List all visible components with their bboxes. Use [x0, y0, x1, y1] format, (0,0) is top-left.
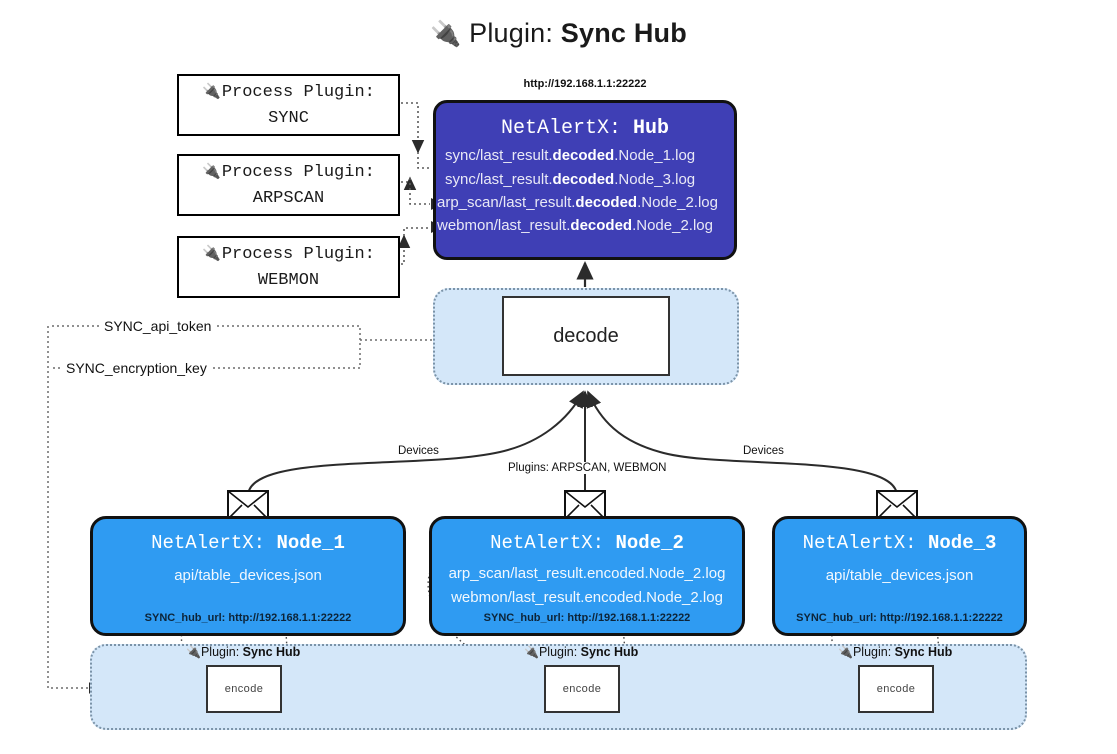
wire-settings-to-encode [47, 326, 102, 694]
hub-log-1: sync/last_result.decoded.Node_1.log [445, 147, 696, 164]
hub-url-label: http://192.168.1.1:22222 [523, 78, 647, 90]
edge-label-devices-left: Devices [395, 445, 442, 457]
encode-plugin-label-3: 🔌Plugin: Sync Hub [838, 645, 953, 659]
encode-plugin-label-2: 🔌Plugin: Sync Hub [524, 645, 639, 659]
encode-box-2[interactable]: encode [544, 665, 620, 713]
node-2-line-2: webmon/last_result.encoded.Node_2.log [451, 589, 723, 606]
decode-label: decode [553, 324, 619, 347]
setting-api-token: SYNC_api_token [101, 318, 215, 334]
wire-node1-to-decode [247, 390, 584, 497]
plug-icon: 🔌 [202, 82, 221, 100]
node-box-2[interactable]: NetAlertX: Node_2 arp_scan/last_result.e… [429, 516, 745, 636]
decode-box[interactable]: decode [502, 296, 670, 376]
encode-label-2: encode [562, 683, 602, 695]
encode-box-3[interactable]: encode [858, 665, 934, 713]
plug-icon: 🔌 [202, 244, 221, 262]
process-plugin-webmon[interactable]: 🔌Process Plugin: WEBMON [177, 236, 400, 298]
process-plugin-arpscan-line1: 🔌Process Plugin: [202, 162, 375, 182]
setting-encryption-key: SYNC_encryption_key [63, 360, 210, 376]
page-title-prefix: Plugin: [469, 18, 554, 48]
encode-label-1: encode [224, 683, 264, 695]
envelope-icon [876, 490, 918, 520]
hub-box[interactable]: NetAlertX: Hub sync/last_result.decoded.… [433, 100, 737, 260]
envelope-icon-group [227, 490, 918, 520]
process-plugin-arpscan[interactable]: 🔌Process Plugin: ARPSCAN [177, 154, 400, 216]
process-plugin-sync-line1: 🔌Process Plugin: [202, 82, 375, 102]
process-plugin-arpscan-line2: ARPSCAN [252, 188, 325, 208]
hub-title: NetAlertX: Hub [500, 117, 670, 140]
envelope-icon [227, 490, 269, 520]
plug-icon: 🔌 [838, 645, 853, 659]
plug-icon: 🔌 [524, 645, 539, 659]
plug-icon: 🔌 [430, 20, 462, 48]
edge-label-devices-right: Devices [740, 445, 787, 457]
hub-log-4: webmon/last_result.decoded.Node_2.log [437, 217, 713, 234]
encode-box-1[interactable]: encode [206, 665, 282, 713]
wire-node3-to-decode [586, 390, 898, 497]
edge-label-plugins-center: Plugins: ARPSCAN, WEBMON [505, 462, 670, 474]
node-3-hub-url: SYNC_hub_url: http://192.168.1.1:22222 [796, 612, 1003, 624]
process-plugin-webmon-line2: WEBMON [257, 270, 320, 290]
node-2-line-1: arp_scan/last_result.encoded.Node_2.log [448, 565, 726, 582]
encode-plugin-label-1: 🔌Plugin: Sync Hub [186, 645, 301, 659]
node-2-title: NetAlertX: Node_2 [490, 532, 684, 554]
node-2-hub-url: SYNC_hub_url: http://192.168.1.1:22222 [483, 612, 691, 624]
wire-arpscan-elbow [409, 178, 430, 205]
process-plugin-sync[interactable]: 🔌Process Plugin: SYNC [177, 74, 400, 136]
node-1-hub-url: SYNC_hub_url: http://192.168.1.1:22222 [144, 612, 352, 624]
node-1-line-1: api/table_devices.json [174, 567, 322, 584]
envelope-icon [564, 490, 606, 520]
hub-log-2: sync/last_result.decoded.Node_3.log [445, 171, 696, 188]
wire-sync-to-hub-b [417, 152, 430, 169]
page-title: 🔌 Plugin: Sync Hub [0, 18, 1117, 49]
node-3-title: NetAlertX: Node_3 [802, 532, 997, 554]
process-plugin-sync-line2: SYNC [268, 108, 309, 128]
page-title-name: Sync Hub [560, 18, 687, 48]
encode-label-3: encode [876, 683, 916, 695]
hub-log-3: arp_scan/last_result.decoded.Node_2.log [437, 194, 718, 211]
process-plugin-webmon-line1: 🔌Process Plugin: [202, 244, 375, 264]
node-1-title: NetAlertX: Node_1 [151, 532, 345, 554]
node-box-3[interactable]: NetAlertX: Node_3 api/table_devices.json… [772, 516, 1027, 636]
node-3-line-1: api/table_devices.json [825, 567, 974, 584]
wire-webmon-elbow [403, 227, 430, 236]
node-box-1[interactable]: NetAlertX: Node_1 api/table_devices.json… [90, 516, 406, 636]
plug-icon: 🔌 [202, 162, 221, 180]
plug-icon: 🔌 [186, 645, 201, 659]
